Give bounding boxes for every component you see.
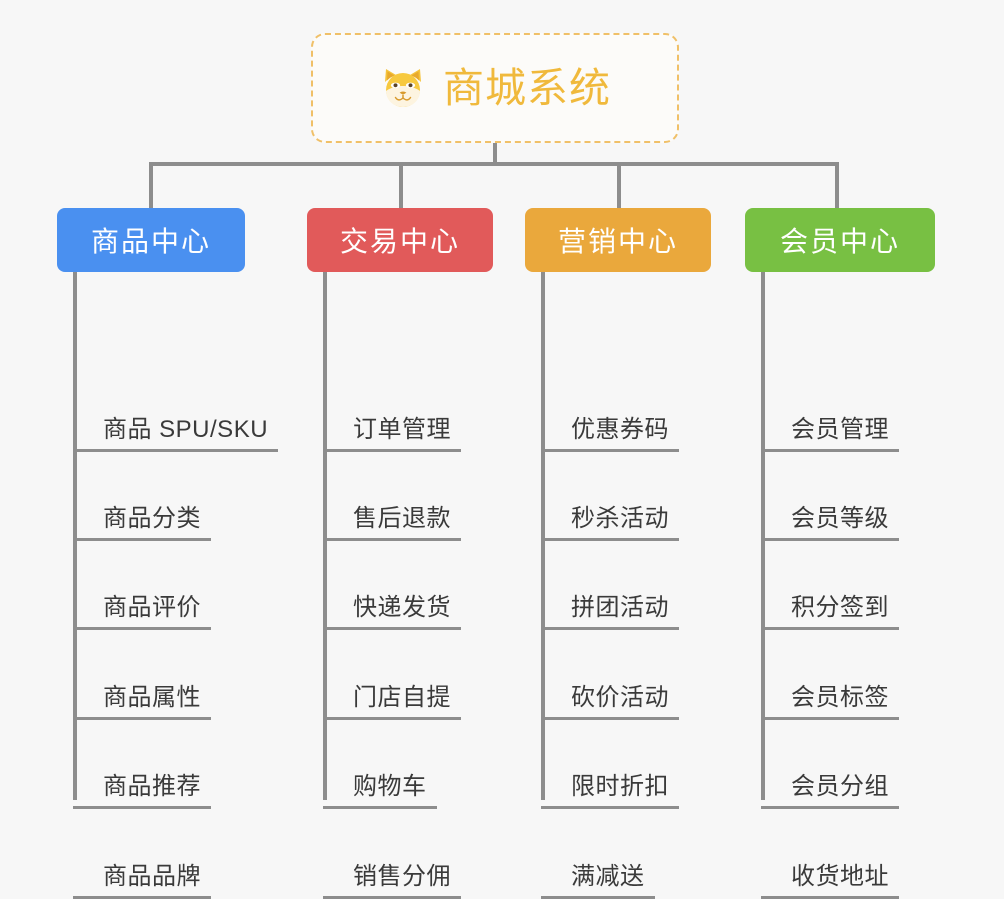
mindmap-canvas: 商城系统 商品中心 商品 SPU/SKU 商品分类 商品评价 商品属性 商品推 xyxy=(57,33,985,899)
branch-spine-1 xyxy=(73,272,77,800)
leaf-label: 秒杀活动 xyxy=(571,505,669,532)
branch-drop-connector-2 xyxy=(399,162,403,210)
root-node[interactable]: 商城系统 xyxy=(311,33,679,143)
branch-header-3[interactable]: 营销中心 xyxy=(525,208,711,272)
trunk-bar-connector xyxy=(149,162,839,166)
leaf-label: 收货地址 xyxy=(791,863,889,890)
leaf-label: 售后退款 xyxy=(353,505,451,532)
leaf-label: 商品品牌 xyxy=(103,863,201,890)
leaf-label: 满减送 xyxy=(571,863,645,890)
branch-header-4[interactable]: 会员中心 xyxy=(745,208,935,272)
leaf-label: 销售分佣 xyxy=(353,863,451,890)
branch-column-1: 商品中心 商品 SPU/SKU 商品分类 商品评价 商品属性 商品推荐 商品品牌 xyxy=(57,208,297,899)
dog-face-icon xyxy=(379,64,427,112)
branch-header-label-4: 会员中心 xyxy=(779,226,900,257)
branch-column-4: 会员中心 会员管理 会员等级 积分签到 会员标签 会员分组 收货地址 xyxy=(745,208,985,899)
leaf-label: 会员等级 xyxy=(791,505,889,532)
branch-drop-connector-1 xyxy=(149,162,153,210)
root-label: 商城系统 xyxy=(443,64,611,111)
branch-spine-2 xyxy=(323,272,327,800)
branch-header-label-3: 营销中心 xyxy=(557,226,678,257)
leaf-label: 商品分类 xyxy=(103,505,201,532)
root-stem-connector xyxy=(493,143,497,164)
branch-header-label-1: 商品中心 xyxy=(90,226,211,257)
branch-spine-4 xyxy=(761,272,765,800)
leaf-label: 优惠券码 xyxy=(571,416,669,443)
leaf-label: 拼团活动 xyxy=(571,594,669,621)
branch-drop-connector-3 xyxy=(617,162,621,210)
leaf-label: 限时折扣 xyxy=(571,773,669,800)
leaf-label: 砍价活动 xyxy=(571,684,669,711)
leaf-label: 门店自提 xyxy=(353,684,451,711)
leaf-label: 积分签到 xyxy=(791,594,889,621)
leaf-label: 购物车 xyxy=(353,773,427,800)
leaf-label: 商品推荐 xyxy=(103,773,201,800)
branch-column-2: 交易中心 订单管理 售后退款 快递发货 门店自提 购物车 销售分佣 xyxy=(307,208,547,899)
leaf-label: 订单管理 xyxy=(353,416,451,443)
leaf-label: 商品 SPU/SKU xyxy=(103,416,269,443)
leaf-label: 会员分组 xyxy=(791,773,889,800)
leaf-label: 会员管理 xyxy=(791,416,889,443)
leaf-label: 快递发货 xyxy=(353,594,451,621)
leaf-label: 商品评价 xyxy=(103,594,201,621)
branch-header-1[interactable]: 商品中心 xyxy=(57,208,245,272)
branch-drop-connector-4 xyxy=(835,162,839,210)
leaf-label: 会员标签 xyxy=(791,684,889,711)
leaf-label: 商品属性 xyxy=(103,684,201,711)
branch-header-2[interactable]: 交易中心 xyxy=(307,208,493,272)
branch-spine-3 xyxy=(541,272,545,800)
branch-column-3: 营销中心 优惠券码 秒杀活动 拼团活动 砍价活动 限时折扣 满减送 xyxy=(525,208,765,899)
branch-header-label-2: 交易中心 xyxy=(339,226,460,257)
